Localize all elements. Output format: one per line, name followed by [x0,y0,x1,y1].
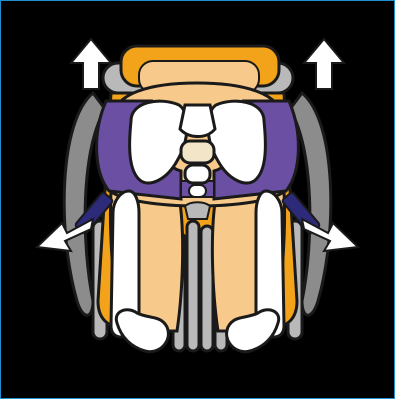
arrow-down-left-icon [34,217,95,253]
arrow-down-right-icon [300,217,361,253]
pelvis-bones [128,99,267,185]
right-femur [225,189,286,354]
arrow-up-right-icon [301,37,347,90]
left-femur [109,189,170,354]
arrow-up-left-icon [68,37,114,90]
spine [178,103,217,220]
